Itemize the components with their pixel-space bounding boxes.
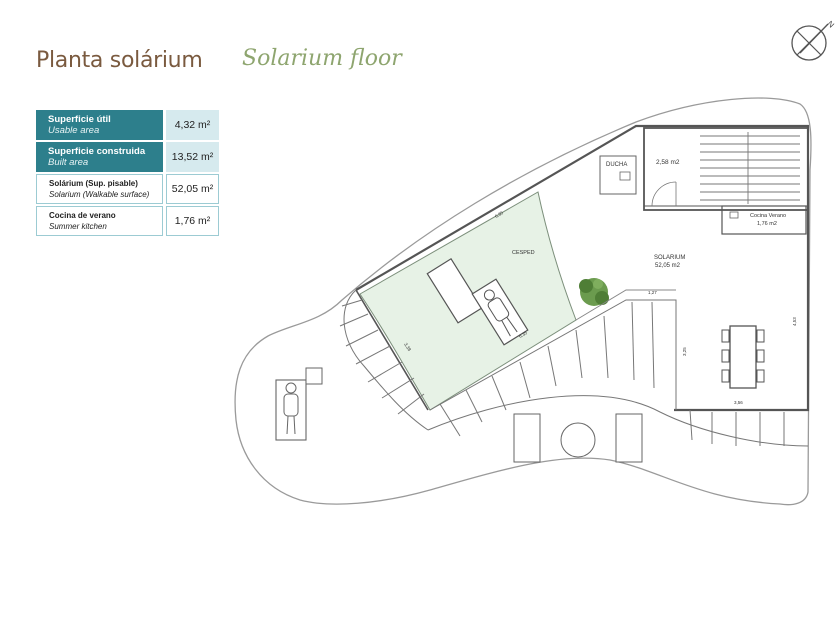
area-row-usable: Superficie útil Usable area 4,32 m²: [36, 110, 220, 140]
dim-walk: 1,27: [648, 290, 657, 295]
area-label-en: Solarium (Walkable surface): [49, 190, 150, 199]
terrace-round-table: [560, 422, 596, 458]
area-label-es: Superficie útil: [48, 114, 111, 125]
shower-area: [599, 155, 637, 195]
sun-lounger: [426, 258, 483, 324]
dining-table: [729, 325, 757, 389]
label-ducha: DUCHA: [606, 162, 627, 168]
area-label-en: Built area: [48, 157, 89, 168]
area-value: 1,76 m²: [166, 206, 219, 236]
area-row-summer-kitchen: Cocina de verano Summer kitchen 1,76 m²: [36, 206, 220, 236]
pergola-slats: [427, 299, 809, 447]
stair-treads: [700, 132, 800, 204]
summer-kitchen: [721, 205, 807, 235]
label-cesped: CESPED: [512, 250, 535, 256]
label-solarium-1: SOLARIUM: [654, 255, 685, 261]
dining-chairs: [721, 329, 765, 383]
north-compass-icon: N: [791, 19, 836, 61]
dim-right: 4,53: [792, 317, 797, 326]
plant-icon: [579, 278, 609, 306]
deck-lounger-with-person: [275, 379, 307, 441]
terrace-lounger-right: [615, 413, 643, 463]
title-spanish: Planta solárium: [36, 48, 203, 73]
area-label-en: Usable area: [48, 125, 100, 136]
label-kitchen-1: Cocina Verano: [750, 213, 786, 219]
label-kitchen-2: 1,76 m2: [757, 221, 777, 227]
area-row-solarium: Solárium (Sup. pisable) Solarium (Walkab…: [36, 174, 220, 204]
area-label-en: Summer kitchen: [49, 222, 107, 231]
dim-top: 6,35: [494, 210, 505, 219]
dim-left: 3,38: [403, 342, 412, 352]
title-english: Solarium floor: [242, 46, 402, 71]
area-value: 52,05 m²: [166, 174, 219, 204]
dim-table: 3,56: [734, 400, 743, 405]
walkway: [575, 289, 676, 321]
area-value: 4,32 m²: [166, 110, 219, 140]
label-stair-area: 2,58 m2: [656, 159, 680, 166]
area-label-es: Superficie construida: [48, 146, 146, 157]
side-table: [305, 367, 323, 385]
area-row-built: Superficie construida Built area 13,52 m…: [36, 142, 220, 172]
area-table: Superficie útil Usable area 4,32 m² Supe…: [36, 110, 220, 238]
dim-diag: 6,35: [518, 330, 529, 339]
terrace-lounger-left: [513, 413, 541, 463]
area-label-es: Cocina de verano: [49, 211, 116, 220]
parapet-wall: [355, 124, 810, 412]
compass-letter: N: [825, 19, 836, 30]
sun-lounger-with-person: [471, 278, 529, 346]
area-value: 13,52 m²: [166, 142, 219, 172]
dim-vert: 3,25: [682, 347, 687, 356]
curved-steps: [339, 289, 429, 431]
stair-core: [643, 127, 809, 211]
area-label-es: Solárium (Sup. pisable): [49, 179, 138, 188]
label-solarium-2: 52,05 m2: [655, 263, 681, 269]
